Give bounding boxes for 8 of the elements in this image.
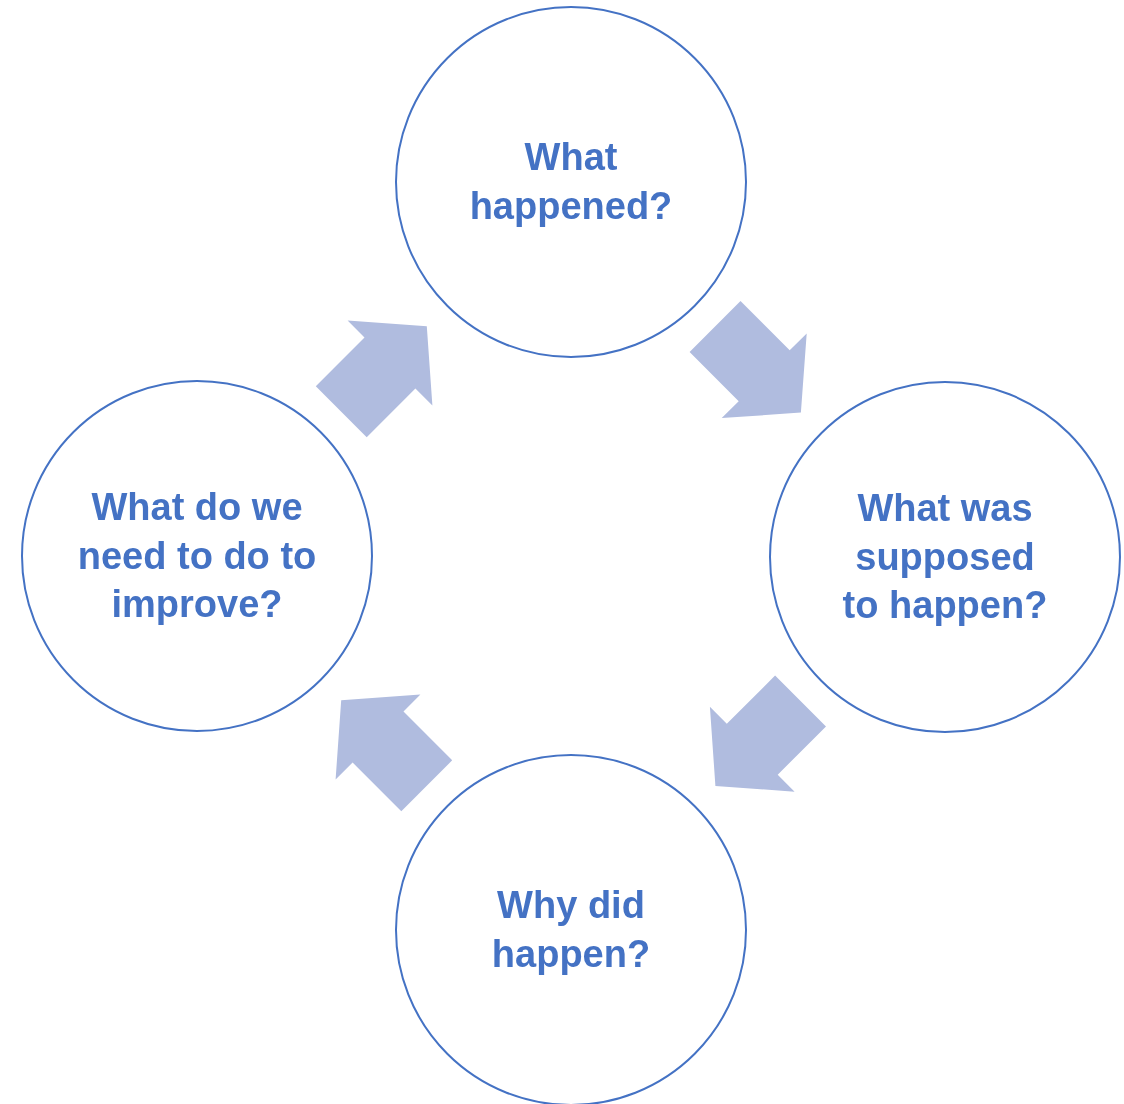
- block-arrow: [709, 675, 826, 792]
- block-arrow: [335, 694, 453, 812]
- block-arrow: [315, 320, 433, 438]
- question-text: Why did happen?: [490, 883, 652, 977]
- question-text: What happened?: [468, 135, 674, 229]
- block-arrow: [689, 301, 807, 419]
- question-text: What do we need to do to improve?: [76, 485, 318, 628]
- question-text: What was supposed to happen?: [841, 486, 1049, 629]
